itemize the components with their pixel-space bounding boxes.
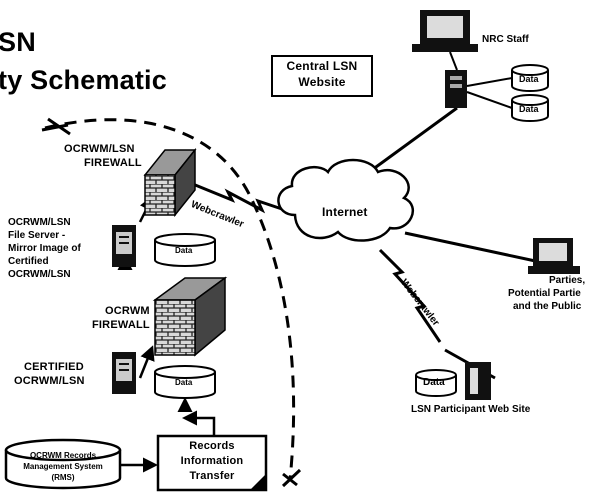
ocrwm-firewall-label-1: OCRWM — [105, 305, 150, 317]
participant-data-label: Data — [423, 377, 445, 388]
file-server-data-cylinder — [154, 233, 216, 267]
nrc-server-icon — [445, 70, 467, 108]
records-transfer-box — [156, 434, 268, 492]
line-nrc-server-to-internet — [364, 106, 458, 177]
file-server-icon — [112, 225, 136, 267]
records-system-label-2: Management System — [23, 462, 103, 471]
nrc-data-cylinder-2 — [511, 94, 549, 122]
file-server-label-1: OCRWM/LSN — [8, 217, 71, 228]
nrc-link-2 — [466, 91, 513, 109]
nrc-link-3 — [449, 51, 458, 71]
participant-data-cylinder — [415, 369, 457, 397]
records-system-label-1: OCRWM Records — [29, 451, 97, 460]
ocrwm-lsn-firewall-icon — [143, 147, 197, 218]
certified-label-2: OCRWM/LSN — [14, 375, 85, 387]
ocrwm-firewall-icon — [152, 276, 228, 357]
records-transfer-label-1: Records — [189, 440, 235, 452]
records-management-system-cylinder — [4, 438, 122, 490]
ocrwm-lsn-firewall-label-2: FIREWALL — [84, 157, 142, 169]
certified-data-cylinder — [154, 365, 216, 399]
webcrawler-link-1 — [177, 176, 283, 214]
internet-label: Internet — [322, 205, 368, 219]
ocrwm-lsn-firewall-label-1: OCRWM/LSN — [64, 143, 135, 155]
file-server-label-2: File Server - — [8, 230, 66, 241]
line-internet-to-parties — [404, 231, 541, 264]
certified-label-1: CERTIFIED — [24, 361, 84, 373]
records-transfer-label-3: Transfer — [189, 470, 235, 482]
title-line-2: ty Schematic — [0, 65, 167, 95]
central-lsn-website-box — [271, 55, 373, 97]
central-lsn-website-label-2: Website — [298, 75, 346, 89]
parties-label-3: and the Public — [513, 301, 582, 312]
records-system-label-3: (RMS) — [51, 473, 75, 482]
file-server-data-label: Data — [175, 246, 193, 255]
title-line-1: SN — [0, 27, 36, 57]
nrc-data-cylinder-1 — [511, 64, 549, 92]
parties-label-2: Potential Partie — [508, 288, 581, 299]
parties-computer-icon — [528, 238, 580, 274]
certified-data-label: Data — [175, 378, 193, 387]
nrc-data-label-2: Data — [519, 104, 539, 114]
participant-label: LSN Participant Web Site — [411, 404, 531, 415]
central-lsn-website-label-1: Central LSN — [286, 59, 358, 73]
webcrawler-link-2 — [378, 248, 442, 343]
nrc-staff-label: NRC Staff — [482, 34, 529, 45]
boundary-start-mark — [41, 117, 71, 136]
internet-cloud — [277, 158, 415, 242]
nrc-staff-computer-icon — [412, 10, 478, 52]
connection-lines — [364, 106, 541, 380]
records-transfer-label-2: Information — [180, 455, 244, 467]
parties-label-1: Parties, — [549, 275, 586, 286]
file-server-label-5: OCRWM/LSN — [8, 269, 71, 280]
file-server-label-4: Certified — [8, 256, 49, 267]
file-server-label-3: Mirror Image of — [8, 243, 81, 254]
security-boundary-dashed — [44, 118, 296, 481]
certified-server-icon — [112, 352, 136, 394]
nrc-link-1 — [466, 77, 513, 87]
ocrwm-firewall-label-2: FIREWALL — [92, 319, 150, 331]
boundary-end-mark — [281, 468, 302, 488]
nrc-data-label-1: Data — [519, 74, 539, 84]
participant-server-icon — [465, 362, 491, 400]
